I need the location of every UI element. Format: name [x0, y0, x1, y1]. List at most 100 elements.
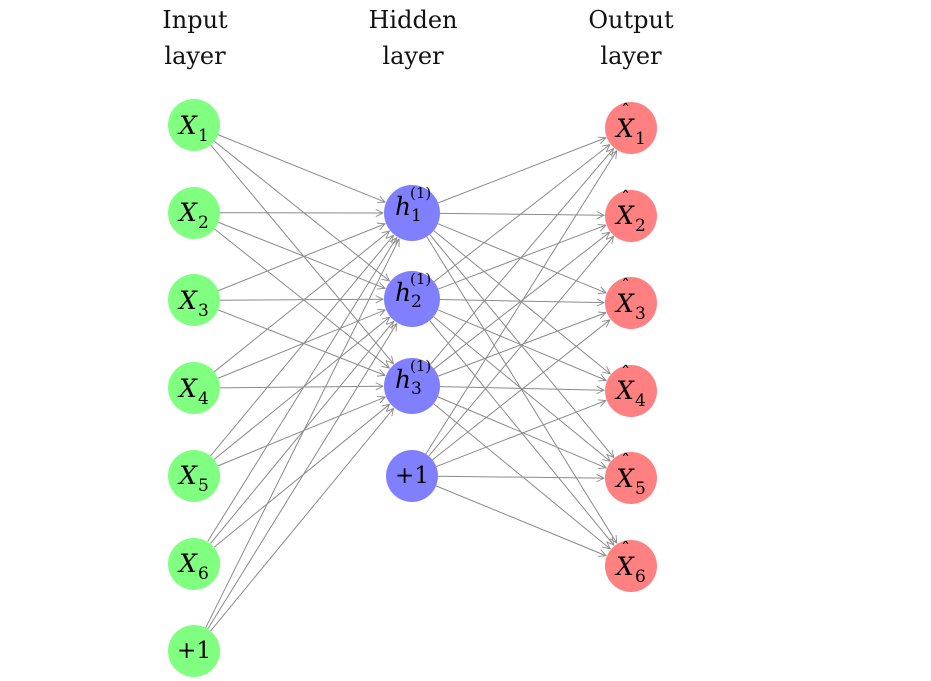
node-subscript: 3	[197, 300, 209, 321]
node-base: X	[179, 110, 197, 140]
edge-hidden3-output1	[429, 149, 613, 365]
node-base: X	[179, 549, 197, 578]
edge-hidden4-output1	[425, 151, 617, 455]
node-label: h(1)2	[395, 270, 431, 316]
edge-hidden1-output3	[437, 223, 606, 293]
node-base: X	[179, 461, 197, 491]
node-subscript: 6	[197, 564, 209, 584]
node-subscript: 6	[634, 566, 646, 587]
input-title-line1: Input	[162, 6, 228, 34]
node-label: X5	[179, 461, 209, 496]
edges	[205, 134, 617, 632]
edge-input2-hidden3	[214, 228, 389, 368]
edge-input4-hidden1	[213, 231, 389, 373]
edge-hidden2-output1	[433, 145, 610, 283]
node-label: h(1) 3	[395, 357, 431, 403]
node-base: X	[179, 198, 197, 228]
edge-input3-hidden3	[218, 309, 385, 375]
node-subscript: 2	[411, 292, 422, 312]
node-subscript: 5	[634, 478, 646, 499]
node-label: X1	[179, 110, 209, 146]
hat-accent: ˆ	[621, 100, 631, 122]
edge-input7-hidden1	[205, 239, 400, 629]
hidden-bias-node: +1	[386, 450, 438, 502]
bias-label: +1	[177, 638, 211, 665]
input-node-1: X1	[168, 99, 220, 151]
edge-input1-hidden1	[217, 134, 385, 202]
hat-accent: ˆ	[621, 188, 631, 210]
node-label: h(1) 1	[395, 184, 431, 230]
edge-input5-hidden2	[213, 317, 389, 460]
edge-hidden3-output5	[437, 396, 606, 468]
input-title-line2: layer	[164, 42, 226, 70]
output-title-line2: layer	[600, 42, 662, 70]
node-subscript: 5	[197, 476, 209, 497]
edge-hidden1-output1	[437, 138, 606, 204]
hidden-node-2: h(1)2	[384, 270, 440, 327]
input-node-4: X4	[168, 362, 220, 415]
node-label: X4	[179, 374, 209, 409]
edge-input4-hidden2	[217, 310, 385, 379]
edge-input1-hidden2	[214, 140, 389, 281]
input-node-3: X3	[168, 274, 220, 327]
node-label: X6	[179, 549, 209, 584]
node-subscript: 2	[634, 216, 646, 237]
edge-hidden4-output6	[435, 485, 606, 556]
node-subscript: 4	[197, 388, 209, 409]
node-base: h	[395, 365, 412, 394]
hat-accent: ˆ	[621, 538, 631, 560]
node-label: X3	[179, 286, 209, 321]
node-subscript: 3	[411, 379, 422, 399]
edge-hidden4-output2	[428, 236, 614, 457]
input-bias-node: +1	[168, 625, 220, 678]
edge-input6-hidden1	[207, 238, 397, 542]
edge-input5-hidden1	[210, 235, 394, 457]
edge-hidden4-output4	[436, 401, 606, 468]
node-subscript: 1	[197, 125, 209, 146]
bias-label: +1	[395, 463, 429, 489]
hidden-node-3: h(1) 3	[384, 357, 440, 414]
node-superscript: (1)	[410, 184, 432, 202]
hat-accent: ˆ	[621, 450, 631, 472]
input-node-6: X6	[168, 537, 220, 590]
node-superscript: (1)	[410, 270, 432, 288]
hidden-title-line2: layer	[382, 42, 444, 70]
edge-input2-hidden2	[217, 221, 385, 288]
edge-input7-hidden2	[207, 324, 397, 630]
hidden-node-1: h(1) 1	[384, 184, 440, 241]
edge-hidden3-output3	[438, 313, 606, 377]
edge-hidden4-output5	[437, 476, 604, 478]
input-node-5: X5	[168, 449, 220, 502]
node-label: X2	[179, 198, 209, 233]
node-base: h	[395, 192, 412, 221]
node-subscript: 1	[634, 128, 646, 149]
hidden-layer-title: Hidden layer	[333, 2, 493, 74]
edge-input6-hidden3	[213, 404, 389, 548]
node-subscript: 4	[634, 391, 646, 412]
edge-input7-hidden3	[210, 408, 394, 632]
edge-hidden4-output3	[432, 320, 609, 461]
hidden-title-line1: Hidden	[368, 6, 458, 34]
node-subscript: 2	[197, 213, 209, 234]
edge-hidden3-output6	[433, 403, 611, 549]
node-superscript: (1)	[410, 357, 432, 375]
node-subscript: 1	[411, 206, 422, 226]
edge-input3-hidden2	[219, 299, 383, 300]
